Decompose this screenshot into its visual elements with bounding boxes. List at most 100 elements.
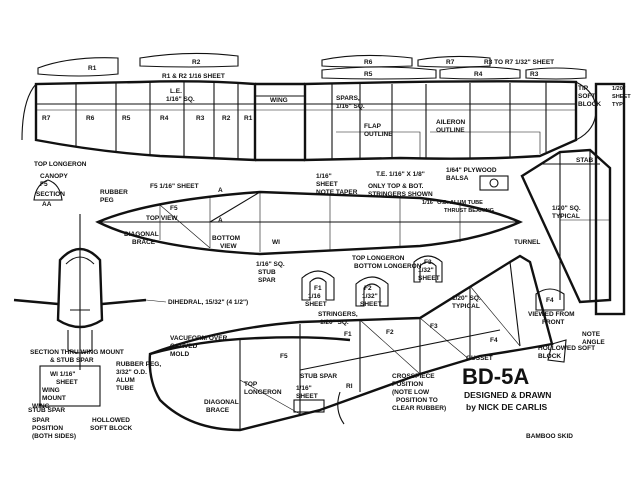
side-sheet-1: 1/16": [296, 385, 312, 392]
sheet-taper-2: SHEET: [316, 181, 338, 188]
former-f1-sheet: SHEET: [305, 301, 327, 308]
crosspiece-label-3: (NOTE LOW: [392, 389, 430, 396]
aileron-outline-label: OUTLINE: [436, 127, 465, 134]
wing-spars-label: SPARS,: [336, 95, 360, 102]
wing-left-panel: [34, 80, 257, 162]
front-view: DIHEDRAL, 15/32" (4 1/2") SECTION THRU W…: [13, 214, 248, 440]
dihedral-leader: [145, 299, 167, 303]
wing-left-tip: [21, 83, 37, 141]
wing-right-panel: [303, 80, 578, 162]
viewed-from-label: VIEWED FROM: [528, 311, 575, 318]
rib-r3-label: R3: [530, 71, 539, 78]
vacuform-label-1: VACUFORM OVER: [170, 335, 228, 342]
crosspiece-label-4: POSITION TO: [396, 397, 438, 404]
dihedral-label: DIHEDRAL, 15/32" (4 1/2"): [168, 299, 248, 306]
canopy-f5-label: F5: [40, 181, 48, 188]
wing-ribs: [35, 82, 547, 160]
rib-r3-r7-note: R3 TO R7 1/32" SHEET: [484, 59, 554, 66]
diagonal-brace-label: DIAGONAL: [124, 231, 159, 238]
side-top-longeron-1: TOP: [244, 381, 258, 388]
wing-rib-r2: R2: [222, 115, 231, 122]
bottom-view-label: BOTTOM: [212, 235, 240, 242]
rubber-peg-front-4: TUBE: [116, 385, 134, 392]
flap-outline: [336, 131, 421, 158]
rubber-peg-front-1: RUBBER PEG,: [116, 361, 161, 368]
wi-sheet-label: WI 1/16": [50, 371, 75, 378]
rib-r1-label: R1: [88, 65, 97, 72]
rib-r6-shape: [321, 54, 413, 68]
fin-sheet-3: TYP: [612, 102, 623, 108]
canopy-label: CANOPY: [40, 173, 68, 180]
rib-r6-label: R6: [364, 59, 373, 66]
top-longeron-label-2: TOP LONGERON: [352, 255, 405, 262]
crosspiece-label-1: CROSSPIECE: [392, 373, 435, 380]
stringers-note-1: ONLY TOP & BOT.: [368, 183, 424, 190]
crosspiece-label-2: POSITION: [392, 381, 423, 388]
top-view-f5: F5: [170, 205, 178, 212]
rubber-peg-label-2: PEG: [100, 197, 114, 204]
rib-r5-shape: [321, 66, 437, 80]
former-f2-label: F2: [364, 285, 372, 292]
top-longeron-label: TOP LONGERON: [34, 161, 87, 168]
front-fuselage-outline: [56, 247, 104, 329]
front-wings: [13, 298, 147, 306]
side-sheet-2: SHEET: [296, 393, 318, 400]
fuselage-top-view: TOP LONGERON CANOPY F5 SECTION AA RUBBER…: [33, 161, 540, 284]
alum-tube-label: 1/16" O.D. ALUM TUBE: [422, 200, 483, 206]
wing-rib-r4: R4: [160, 115, 169, 122]
former-f3-size: 1/32": [418, 267, 434, 274]
side-ri-label: RI: [346, 383, 353, 390]
former-f1-size: 1/16: [308, 293, 321, 300]
rib-r1-r2-note: R1 & R2 1/16 SHEET: [162, 73, 225, 80]
rib-r4-shape: [439, 66, 521, 80]
sheet-taper-3: NOTE TAPER: [316, 189, 358, 196]
diagonal-brace-label-2: BRACE: [132, 239, 156, 246]
stab-typical-label: TYPICAL: [552, 213, 580, 220]
stab-sq-label: 1/20" SQ.: [552, 205, 581, 212]
vacuform-label-2: CARVED: [170, 343, 198, 350]
side-diagonal-2: [359, 319, 421, 375]
former-f3-label: F3: [424, 259, 432, 266]
hollow-block-front-2: SOFT BLOCK: [90, 425, 133, 432]
wing-rib-r3: R3: [196, 115, 205, 122]
side-typical-label: TYPICAL: [452, 303, 480, 310]
tip-label: TIP: [578, 85, 589, 92]
flap-outline-label: OUTLINE: [364, 131, 393, 138]
wing-rib-r1: R1: [244, 115, 253, 122]
wing-spar-pos-3: POSITION: [32, 425, 63, 432]
gusset-label: GUSSET: [466, 355, 493, 362]
designer-line-2: by NICK DE CARLIS: [466, 402, 548, 412]
former-f2-shape: [355, 276, 389, 307]
rib-templates: R1 R2 R1 & R2 1/16 SHEET R6 R7 R3 TO R7 …: [37, 52, 587, 80]
viewed-front-label: FRONT: [542, 319, 564, 326]
side-f3-label: F3: [430, 323, 438, 330]
note-angle-label-2: ANGLE: [582, 339, 605, 346]
fuselage-side-outline: [148, 254, 554, 432]
fin-sheet-2: SHEET: [612, 94, 631, 100]
side-f1-label: F1: [344, 331, 352, 338]
thrust-bearing-plate: [479, 175, 509, 191]
bamboo-skid-label: BAMBOO SKID: [526, 433, 573, 440]
section-a-marker-1: A: [218, 187, 223, 194]
wing-label: WING: [270, 97, 288, 104]
former-f2-size: 1/32": [362, 293, 378, 300]
front-stub-spar-label: STUB SPAR: [28, 407, 65, 414]
rib-r4-label: R4: [474, 71, 483, 78]
side-diagonal-label-1: DIAGONAL: [204, 399, 239, 406]
side-diagonal-1: [239, 379, 301, 415]
rubber-peg-line: [209, 191, 261, 223]
rib-r7-shape: [417, 55, 491, 68]
formers: F1 1/16 SHEET F2 1/32" SHEET F3 1/32" SH…: [301, 255, 575, 326]
section-wing-mount-label: SECTION THRU WING MOUNT: [30, 349, 124, 356]
f5-sheet-label: F5 1/16" SHEET: [150, 183, 199, 190]
wing-plan: R7 R6 R5 R4 R3 R2 R1 L.E. 1/16" SQ. WING…: [21, 80, 601, 162]
section-box: [39, 365, 101, 407]
wing-le-size: 1/16" SQ.: [166, 96, 195, 103]
rib-r1-shape: [37, 57, 119, 77]
wing-spar-pos-4: (BOTH SIDES): [32, 433, 76, 440]
side-sheet-panel: [293, 399, 325, 413]
front-hollow-block: [67, 330, 93, 354]
section-a-marker-2: A: [218, 217, 223, 224]
thrust-bearing-hole: [489, 178, 499, 188]
